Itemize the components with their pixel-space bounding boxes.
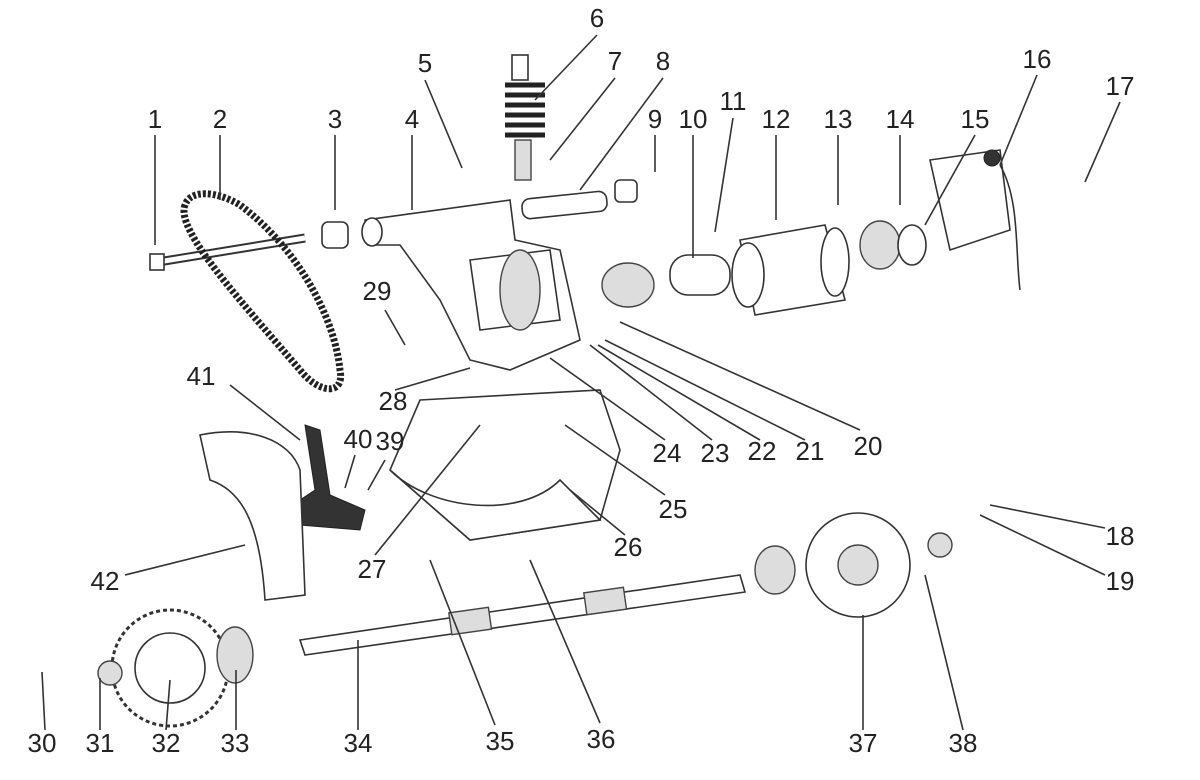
part-caliper [929, 149, 1021, 291]
callout-42: 42 [91, 566, 120, 596]
callout-5: 5 [418, 48, 432, 78]
callout-32: 32 [152, 728, 181, 758]
part-bushing-3 [321, 221, 349, 249]
callout-6: 6 [590, 3, 604, 33]
part-axle [298, 574, 747, 656]
callout-15: 15 [961, 104, 990, 134]
callout-11: 11 [720, 86, 747, 116]
callout-39: 39 [376, 426, 405, 456]
callout-38: 38 [949, 728, 978, 758]
callout-14: 14 [886, 104, 915, 134]
callout-16: 16 [1023, 44, 1052, 74]
callout-4: 4 [405, 104, 419, 134]
callout-26: 26 [614, 532, 643, 562]
callout-1: 1 [148, 104, 162, 134]
part-shock-absorber [505, 54, 545, 181]
callout-34: 34 [344, 728, 373, 758]
callout-41: 41 [187, 361, 216, 391]
part-swing-arm [361, 199, 581, 371]
leader-lines [41, 34, 1121, 731]
part-bolt-long [149, 233, 306, 271]
callout-12: 12 [762, 104, 791, 134]
callout-8: 8 [656, 46, 670, 76]
part-chain [180, 190, 345, 393]
callout-27: 27 [358, 554, 387, 584]
callout-37: 37 [849, 728, 878, 758]
callout-23: 23 [701, 438, 730, 468]
callout-29: 29 [363, 276, 392, 306]
callout-19: 19 [1106, 566, 1135, 596]
callout-30: 30 [28, 728, 57, 758]
callout-18: 18 [1106, 521, 1135, 551]
callout-35: 35 [486, 726, 515, 756]
callout-40: 40 [344, 424, 373, 454]
callout-9: 9 [648, 104, 662, 134]
part-pivot-tube [521, 190, 608, 220]
part-bushing [614, 179, 638, 203]
callout-24: 24 [653, 438, 682, 468]
part-chain-guard [199, 431, 306, 601]
callout-10: 10 [679, 104, 708, 134]
part-sprocket-inner [134, 632, 206, 704]
callout-22: 22 [748, 436, 777, 466]
callout-labels: 1 2 3 4 5 6 7 8 9 10 11 12 13 14 15 16 1… [28, 3, 1135, 758]
callout-21: 21 [796, 436, 825, 466]
callout-3: 3 [328, 104, 342, 134]
callout-13: 13 [824, 104, 853, 134]
part-disc-nut [927, 532, 953, 558]
callout-17: 17 [1106, 71, 1135, 101]
part-disc-hub [754, 545, 796, 595]
callout-2: 2 [213, 104, 227, 134]
callout-20: 20 [854, 431, 883, 461]
part-disc-center [837, 544, 879, 586]
callout-25: 25 [659, 494, 688, 524]
part-sprocket-hub [216, 626, 254, 684]
callout-28: 28 [379, 386, 408, 416]
callout-36: 36 [587, 724, 616, 754]
callout-31: 31 [86, 728, 115, 758]
part-hub-assembly [601, 220, 927, 316]
part-bracket [299, 424, 366, 531]
callout-7: 7 [608, 46, 622, 76]
part-nut [97, 660, 123, 686]
callout-33: 33 [221, 728, 250, 758]
part-skid-plate [389, 389, 621, 541]
